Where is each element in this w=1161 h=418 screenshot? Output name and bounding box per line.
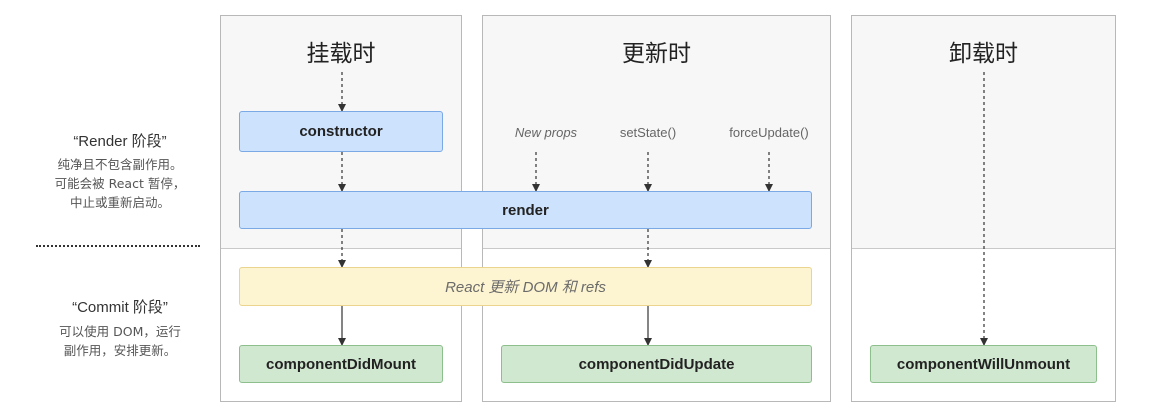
constructor-box: constructor xyxy=(239,111,443,152)
commit-phase-desc-line-2: 副作用，安排更新。 xyxy=(63,343,177,358)
component-did-mount-box: componentDidMount xyxy=(239,345,443,383)
render-phase-desc-line-1: 纯净且不包含副作用。 xyxy=(57,157,183,172)
commit-phase-desc-line-1: 可以使用 DOM，运行 xyxy=(59,324,181,339)
unmount-column-title: 卸载时 xyxy=(949,41,1018,67)
update-column-title: 更新时 xyxy=(622,41,691,67)
render-phase-desc-line-2: 可能会被 React 暂停， xyxy=(54,176,186,191)
set-state-trigger: setState() xyxy=(619,125,677,140)
new-props-trigger: New props xyxy=(514,125,578,140)
mount-column-title: 挂载时 xyxy=(306,41,376,67)
force-update-trigger: forceUpdate() xyxy=(729,125,809,140)
render-phase-desc-line-3: 中止或重新启动。 xyxy=(69,195,170,210)
render-box: render xyxy=(239,191,812,229)
phase-separator xyxy=(36,245,200,247)
react-updates-dom-box: React 更新 DOM 和 refs xyxy=(239,267,812,306)
commit-phase-title: “Commit 阶段” xyxy=(72,299,168,316)
render-phase-title: “Render 阶段” xyxy=(73,133,167,150)
component-did-update-box: componentDidUpdate xyxy=(501,345,812,383)
component-will-unmount-box: componentWillUnmount xyxy=(870,345,1097,383)
